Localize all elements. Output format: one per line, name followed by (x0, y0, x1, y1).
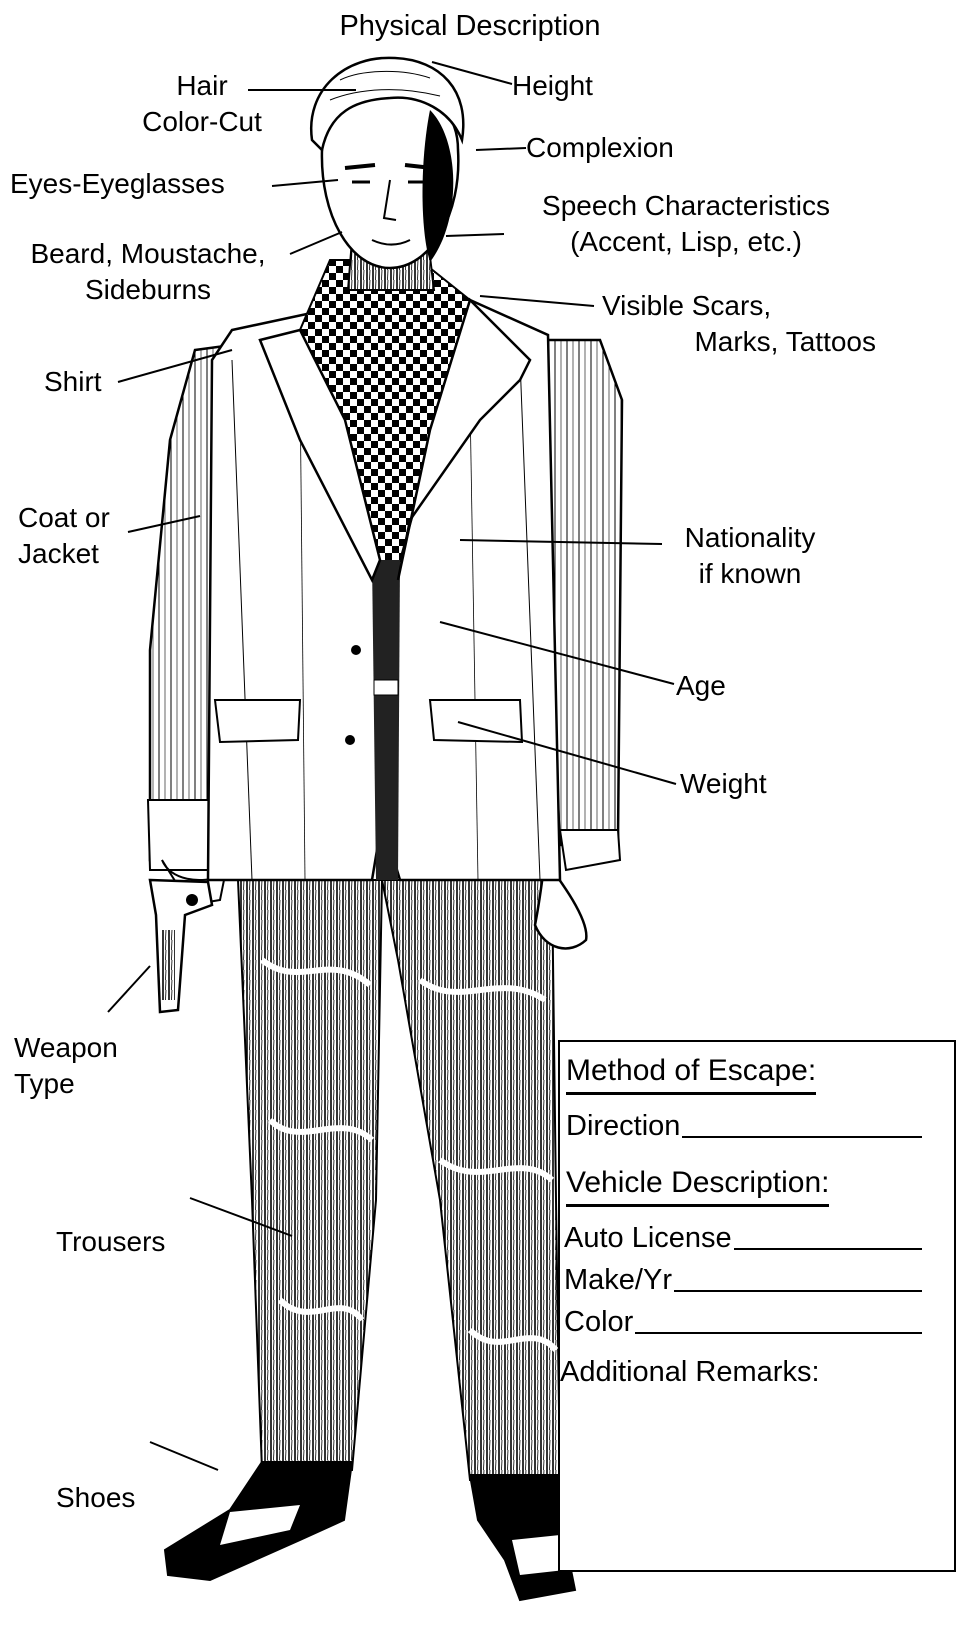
additional-remarks-label: Additional Remarks: (560, 1352, 820, 1390)
label-nationality-line1: Nationality (662, 520, 838, 556)
label-shirt: Shirt (44, 364, 102, 400)
color-field[interactable]: Color (564, 1302, 922, 1340)
label-weapon-line2: Type (14, 1066, 118, 1102)
label-beard-line2: Sideburns (6, 272, 290, 308)
color-label: Color (564, 1304, 633, 1340)
auto-license-label: Auto License (564, 1220, 732, 1256)
label-weight: Weight (680, 766, 767, 802)
make-year-field[interactable]: Make/Yr (564, 1260, 922, 1298)
color-blank[interactable] (635, 1332, 922, 1334)
direction-label: Direction (566, 1108, 680, 1144)
label-speech-line1: Speech Characteristics (500, 188, 872, 224)
direction-field[interactable]: Direction (566, 1106, 922, 1144)
label-scars-line1: Visible Scars, (596, 288, 876, 324)
escape-vehicle-form: Method of Escape: Direction Vehicle Desc… (558, 1040, 956, 1572)
label-eyes: Eyes-Eyeglasses (10, 166, 225, 202)
label-weapon: Weapon Type (14, 1030, 118, 1102)
pistol-drawing (150, 880, 212, 1012)
label-trousers: Trousers (56, 1224, 165, 1260)
label-beard: Beard, Moustache, Sideburns (6, 236, 290, 308)
label-hair-line1: Hair (122, 68, 282, 104)
label-nationality-line2: if known (662, 556, 838, 592)
label-weapon-line1: Weapon (14, 1030, 118, 1066)
vehicle-description-heading: Vehicle Description: (566, 1164, 829, 1207)
trousers-drawing (238, 880, 560, 1480)
label-age: Age (676, 668, 726, 704)
label-scars-line2: Marks, Tattoos (596, 324, 876, 360)
label-coat-line1: Coat or (18, 500, 110, 536)
label-scars: Visible Scars, Marks, Tattoos (596, 288, 876, 360)
label-coat: Coat or Jacket (18, 500, 110, 572)
page-title: Physical Description (300, 8, 640, 44)
label-hair-line2: Color-Cut (122, 104, 282, 140)
method-of-escape-heading: Method of Escape: (566, 1052, 816, 1095)
label-hair: Hair Color-Cut (122, 68, 282, 140)
label-speech-line2: (Accent, Lisp, etc.) (500, 224, 872, 260)
make-year-blank[interactable] (674, 1290, 922, 1292)
direction-blank[interactable] (682, 1136, 922, 1138)
auto-license-field[interactable]: Auto License (564, 1218, 922, 1256)
make-year-label: Make/Yr (564, 1262, 672, 1298)
label-shoes: Shoes (56, 1480, 135, 1516)
label-height: Height (512, 68, 593, 104)
label-beard-line1: Beard, Moustache, (6, 236, 290, 272)
label-nationality: Nationality if known (662, 520, 838, 592)
auto-license-blank[interactable] (734, 1248, 922, 1250)
label-coat-line2: Jacket (18, 536, 110, 572)
label-complexion: Complexion (526, 130, 674, 166)
label-speech: Speech Characteristics (Accent, Lisp, et… (500, 188, 872, 260)
shoes-drawing (165, 1462, 575, 1600)
